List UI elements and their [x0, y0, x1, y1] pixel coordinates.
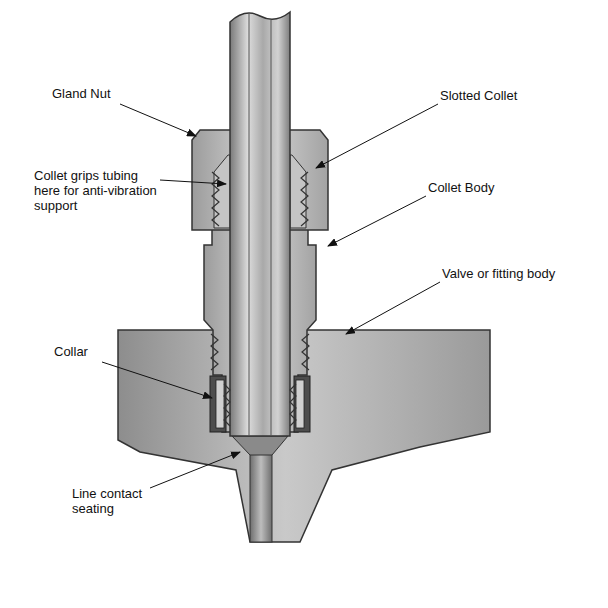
leader-line	[120, 104, 196, 136]
body-bore	[250, 450, 272, 542]
tube-bore-line	[271, 20, 272, 436]
leader-line	[328, 196, 426, 246]
threads	[211, 172, 309, 426]
tube	[230, 12, 290, 436]
part-label: Line contact seating	[72, 486, 160, 516]
part-label: Collar	[54, 344, 88, 359]
part-label: Collet Body	[428, 180, 494, 195]
leader-line	[102, 362, 212, 398]
part-label: Collet grips tubing here for anti-vibrat…	[34, 168, 158, 213]
part-label: Valve or fitting body	[442, 266, 592, 281]
leader-line	[150, 452, 240, 488]
valve-body	[118, 330, 490, 542]
leader-lines	[102, 104, 440, 488]
collar-inner	[296, 380, 304, 428]
leader-line	[346, 282, 440, 334]
thread	[290, 384, 296, 426]
leader-line	[160, 180, 226, 184]
thread	[211, 334, 218, 370]
part-label: Gland Nut	[52, 86, 111, 101]
collar-inner	[216, 380, 224, 428]
thread	[224, 384, 230, 426]
thread	[302, 334, 309, 370]
part-label: Slotted Collet	[440, 88, 517, 103]
thread	[301, 172, 308, 226]
seat-cone	[232, 436, 288, 455]
tube-bore-line	[249, 14, 250, 436]
thread	[212, 172, 219, 226]
leader-line	[316, 104, 438, 168]
